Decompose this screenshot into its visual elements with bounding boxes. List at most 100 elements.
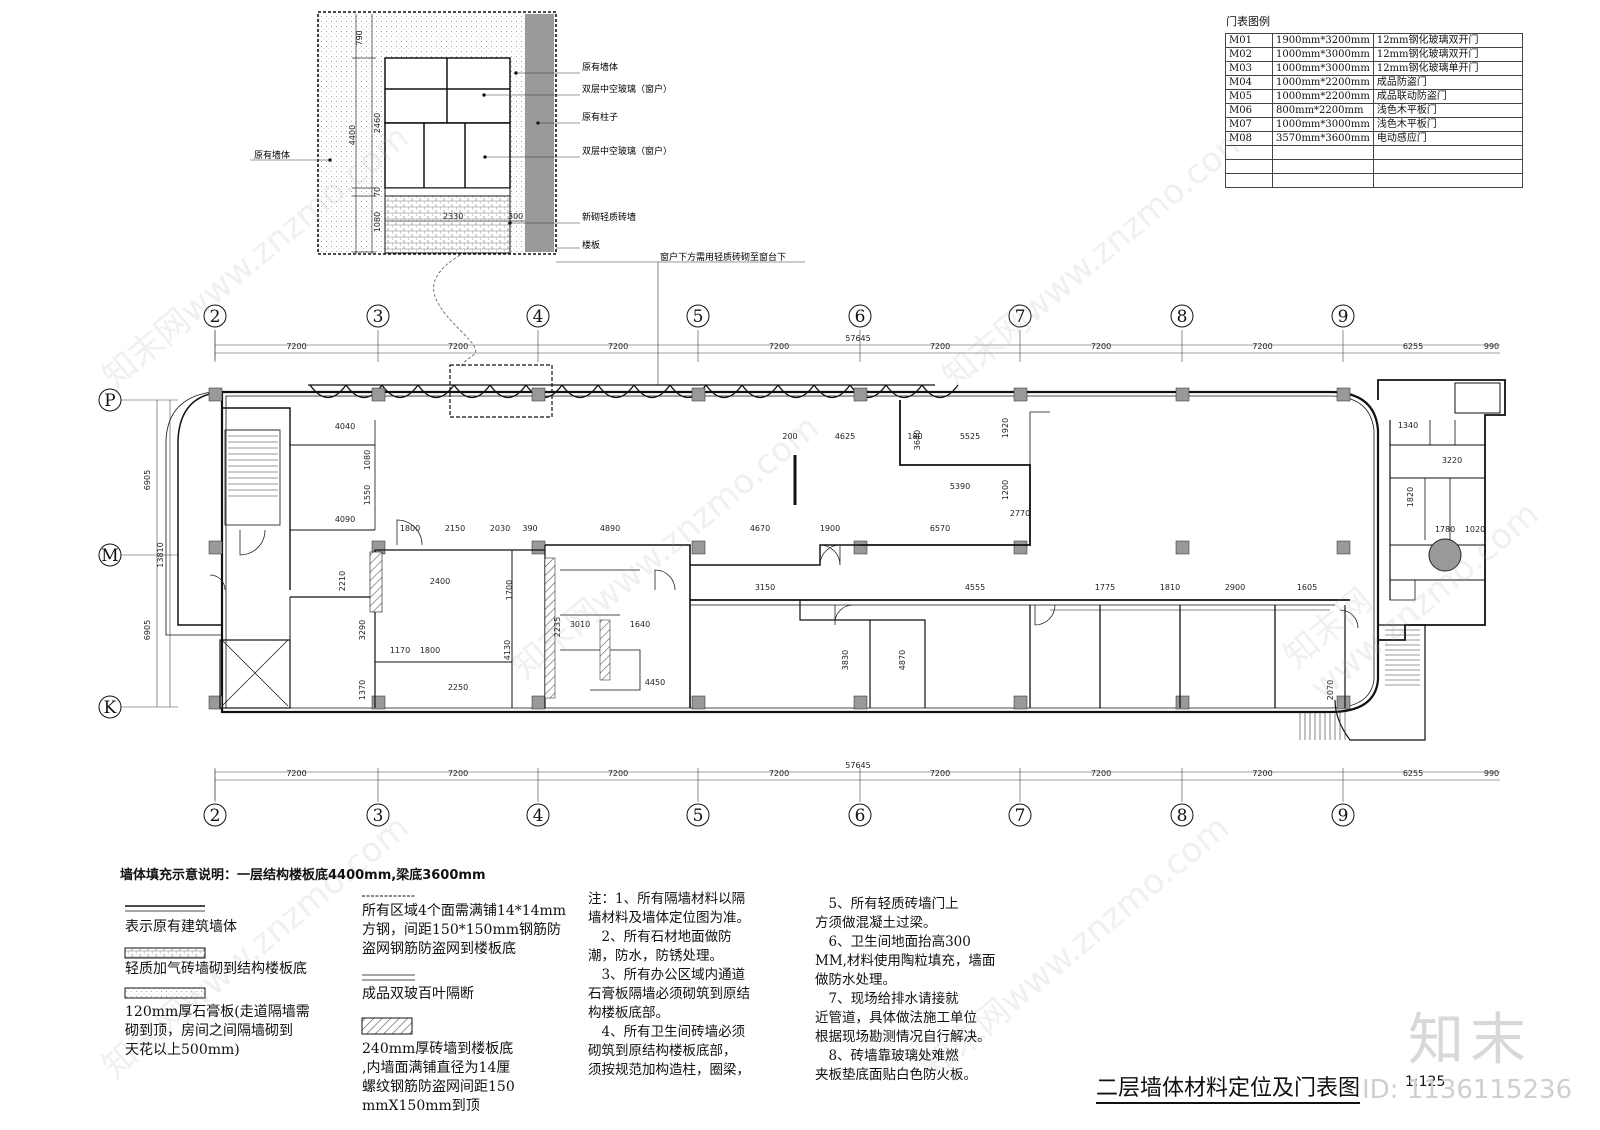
span-dim: 7200 (448, 769, 468, 778)
axis-bubble-row (98, 388, 122, 412)
plan-dim: 1800 (400, 524, 420, 533)
plan-dim: 1900 (820, 524, 840, 533)
door-row (1225, 159, 1523, 174)
column (1336, 540, 1351, 555)
column (531, 540, 546, 555)
plan-dim: 4890 (600, 524, 620, 533)
window-arc (489, 384, 527, 399)
door-cell-code: M07 (1225, 117, 1273, 132)
door-cell-desc: 电动感应门 (1372, 131, 1523, 146)
plan-dim: 2070 (1326, 680, 1335, 700)
column (208, 695, 223, 710)
label-existing-wall: 原有墙体 (582, 61, 618, 73)
legend-item-louver-partition: 成品双玻百叶隔断 (362, 986, 474, 1002)
axis-bubble-col (848, 803, 872, 827)
door-cell-size: 3570mm*3600mm (1272, 131, 1374, 146)
plan-dim: 4040 (335, 422, 355, 431)
door-cell-code (1225, 145, 1273, 160)
column (853, 695, 868, 710)
plan-dim: 3220 (1442, 456, 1462, 465)
door-cell-size: 800mm*2200mm (1272, 103, 1374, 118)
column (1175, 695, 1190, 710)
dim-2330: 2330 (443, 212, 463, 221)
axis-label-col: 8 (1177, 307, 1188, 327)
label-double-glazing-2: 双层中空玻璃（窗户） (582, 145, 672, 157)
window-arc (561, 384, 599, 399)
door-cell-desc (1372, 159, 1523, 174)
axis-label-col: 9 (1338, 307, 1349, 327)
plan-dim: 6570 (930, 524, 950, 533)
axis-bubble-col (1170, 803, 1194, 827)
legend-item-gypsum-board: 120mm厚石膏板(走道隔墙需 砌到顶，房间之间隔墙砌到 天花以上500mm) (125, 1004, 310, 1058)
window-arc (309, 384, 347, 399)
column (1013, 695, 1028, 710)
plan-dim: 1200 (1001, 480, 1010, 500)
label-floor-slab: 楼板 (582, 239, 600, 251)
row-dim: 6905 (143, 620, 152, 640)
plan-dim: 1920 (1001, 418, 1010, 438)
window-detail: 790 2460 4400 70 1080 2330 300 原有墙体 双层中空… (250, 11, 805, 385)
axis-bubble-col (1170, 304, 1194, 328)
door-cell-size: 1900mm*3200mm (1272, 33, 1374, 48)
span-dim: 7200 (930, 342, 950, 351)
notes-column-1: 注：1、所有隔墙材料以隔 墙材料及墙体定位图为准。 2、所有石材地面做防 潮，防… (588, 891, 750, 1078)
legend-item-steel-grid: 所有区域4个面需满铺14*14mm 方钢，间距150*150mm钢筋防 盗网钢筋… (362, 903, 567, 957)
total-dim: 57645 (845, 761, 870, 770)
plan-dim: 3290 (358, 620, 367, 640)
plan-dim: 4450 (645, 678, 665, 687)
window-arc (417, 384, 455, 399)
round-column (1428, 538, 1462, 572)
door-cell-code: M05 (1225, 89, 1273, 104)
plan-dim: 1820 (1406, 487, 1415, 507)
door-cell-code (1225, 159, 1273, 174)
span-dim: 7200 (608, 769, 628, 778)
axis-bubble-col (686, 304, 710, 328)
axis-bubble-col (203, 803, 227, 827)
plan-dim: 2250 (448, 683, 468, 692)
axis-label-col: 8 (1177, 806, 1188, 826)
plan-dim: 4670 (750, 524, 770, 533)
column (1175, 540, 1190, 555)
span-dim: 7200 (1252, 342, 1272, 351)
door-cell-desc: 12mm钢化玻璃双开门 (1372, 33, 1523, 48)
axis-bubble-col (526, 304, 550, 328)
axis-bubble-col (526, 803, 550, 827)
span-dim: 7200 (1091, 769, 1111, 778)
column (853, 540, 868, 555)
plan-dim: 1605 (1297, 583, 1317, 592)
plan-dim: 2770 (1010, 509, 1030, 518)
plan-dim: 1780 (1435, 525, 1455, 534)
window-arc (813, 384, 851, 399)
axis-grid (121, 330, 1500, 802)
door-cell-code: M03 (1225, 61, 1273, 76)
door-cell-size: 1000mm*2200mm (1272, 89, 1374, 104)
door-cell-code: M08 (1225, 131, 1273, 146)
total-dim: 57645 (845, 334, 870, 343)
axis-bubble-col (203, 304, 227, 328)
span-dim: 7200 (448, 342, 468, 351)
door-cell-desc (1372, 145, 1523, 160)
plan-dim: 5525 (960, 432, 980, 441)
door-cell-size: 1000mm*2200mm (1272, 75, 1374, 90)
span-dim: 990 (1484, 342, 1499, 351)
plan-dim: 3830 (841, 650, 850, 670)
plan-dim: 3150 (755, 583, 775, 592)
axis-bubble-col (1331, 803, 1355, 827)
door-cell-code: M04 (1225, 75, 1273, 90)
window-arc (777, 384, 815, 399)
span-dim: 6255 (1403, 769, 1423, 778)
span-dim: 7200 (1252, 769, 1272, 778)
door-cell-code: M06 (1225, 103, 1273, 118)
window-arc (453, 384, 491, 399)
door-row (1225, 173, 1523, 188)
window-arc (705, 384, 743, 399)
window-note: 窗户下方需用轻质砖砌至窗台下 (660, 251, 786, 263)
window-arc (597, 384, 635, 399)
axis-bubble-col (366, 304, 390, 328)
doors (209, 519, 1359, 629)
